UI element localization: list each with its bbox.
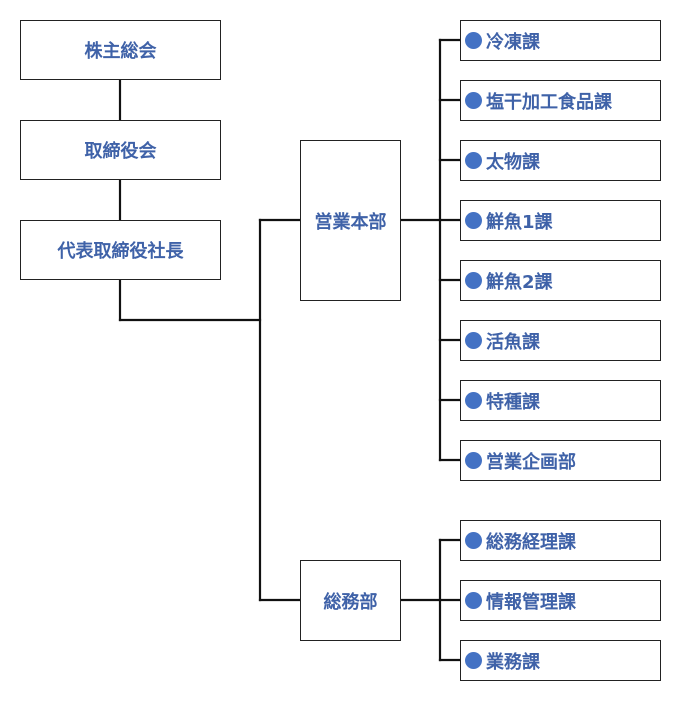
section-label: 鮮魚2課 (486, 271, 553, 293)
sales-section-box: 塩干加工食品課 (460, 80, 661, 121)
section-label: 営業企画部 (486, 451, 576, 473)
general-section-box: 業務課 (460, 640, 661, 681)
bullet-icon (465, 332, 482, 349)
bullet-icon (465, 32, 482, 49)
general-affairs-division-box: 総務部 (300, 560, 401, 641)
section-label: 総務経理課 (486, 531, 576, 553)
bullet-icon (465, 212, 482, 229)
section-label: 塩干加工食品課 (486, 91, 612, 113)
sales-section-box: 営業企画部 (460, 440, 661, 481)
president-box: 代表取締役社長 (20, 220, 221, 280)
sales-section-box: 鮮魚2課 (460, 260, 661, 301)
bullet-icon (465, 392, 482, 409)
general-section-box: 総務経理課 (460, 520, 661, 561)
section-label: 冷凍課 (486, 31, 540, 53)
bullet-icon (465, 652, 482, 669)
sales-section-box: 鮮魚1課 (460, 200, 661, 241)
sales-section-box: 太物課 (460, 140, 661, 181)
bullet-icon (465, 272, 482, 289)
bullet-icon (465, 532, 482, 549)
bullet-icon (465, 452, 482, 469)
sales-section-box: 冷凍課 (460, 20, 661, 61)
section-label: 情報管理課 (486, 591, 576, 613)
bullet-icon (465, 592, 482, 609)
board-of-directors-box: 取締役会 (20, 120, 221, 180)
sales-section-box: 活魚課 (460, 320, 661, 361)
section-label: 業務課 (486, 651, 540, 673)
section-label: 太物課 (486, 151, 540, 173)
section-label: 鮮魚1課 (486, 211, 553, 233)
sales-division-box: 営業本部 (300, 140, 401, 301)
bullet-icon (465, 92, 482, 109)
section-label: 特種課 (486, 391, 540, 413)
shareholders-meeting-box: 株主総会 (20, 20, 221, 80)
general-section-box: 情報管理課 (460, 580, 661, 621)
sales-section-box: 特種課 (460, 380, 661, 421)
section-label: 活魚課 (486, 331, 540, 353)
bullet-icon (465, 152, 482, 169)
